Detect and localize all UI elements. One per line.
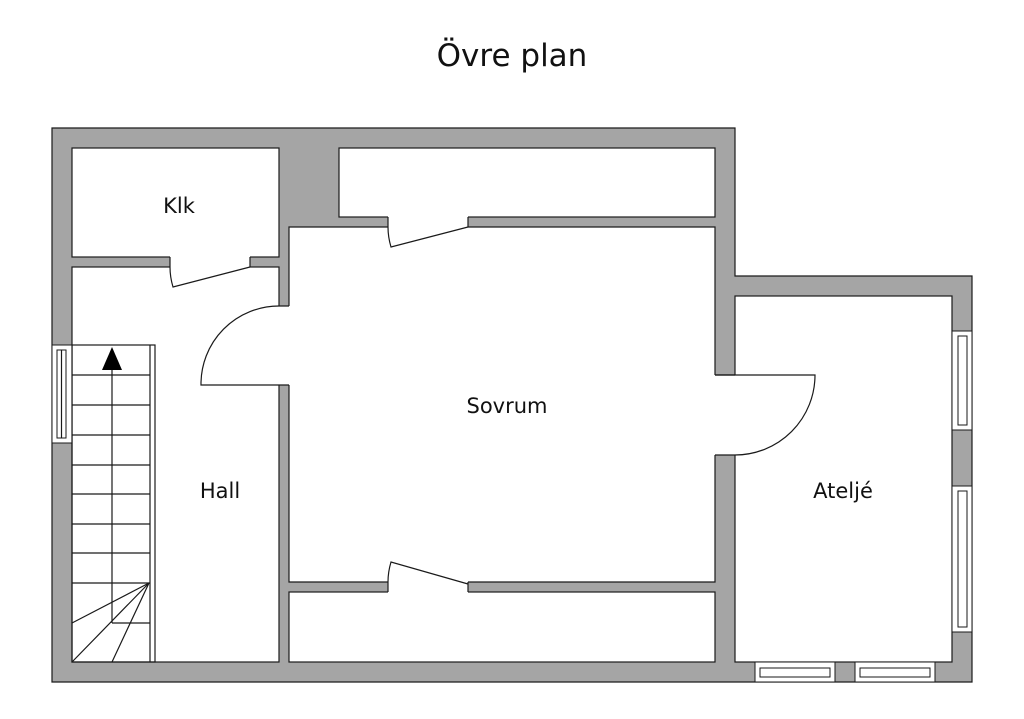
room-atelje [734,295,953,663]
label-hall: Hall [200,479,240,503]
plan-title: Övre plan [437,37,588,74]
stair-direction-arrow-icon [102,347,122,370]
window-hall [51,344,73,444]
label-atelje: Ateljé [813,479,873,503]
window-atelje-bottom-1 [754,661,836,683]
door-opening-klk [170,256,250,268]
staircase [71,344,156,663]
door-opening-atelje [714,375,736,455]
door-opening-bottom-closet [388,581,468,593]
label-sovrum: Sovrum [466,394,547,418]
door-sovrum[interactable] [200,305,280,386]
door-bottom-closet[interactable] [387,561,469,585]
room-top-closet [338,147,716,218]
room-klk [71,147,280,258]
window-atelje-bottom-2 [854,661,936,683]
room-bottom-closet [288,591,716,663]
window-atelje-right-1 [951,330,973,431]
label-klk: Klk [163,194,196,218]
door-opening-sovrum [278,306,290,385]
door-top-closet[interactable] [387,226,469,248]
door-opening-top-closet [388,216,468,228]
window-atelje-right-2 [951,485,973,633]
door-klk[interactable] [169,266,251,288]
door-atelje[interactable] [715,374,816,456]
room-sovrum [288,226,716,583]
